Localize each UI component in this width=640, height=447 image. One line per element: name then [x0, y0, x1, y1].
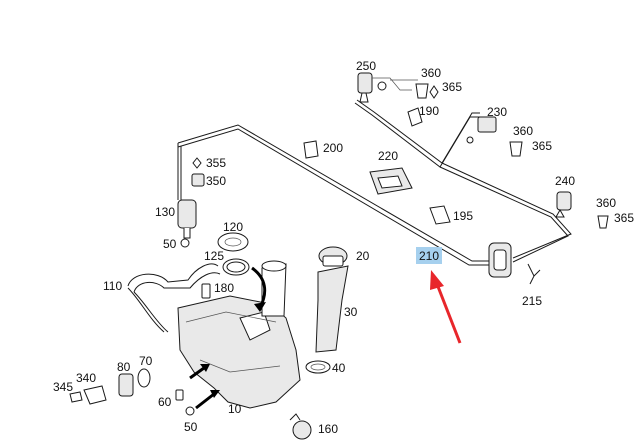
seal-70[interactable] — [137, 368, 151, 388]
pump-160[interactable] — [289, 413, 312, 440]
cap-350[interactable] — [191, 173, 205, 187]
red-pointer-arrow — [430, 270, 462, 344]
callout-350: 350 — [206, 174, 226, 188]
ring-125[interactable] — [222, 258, 250, 276]
callout-230: 230 — [487, 105, 507, 119]
callout-200: 200 — [323, 141, 343, 155]
filler-cap-20[interactable] — [318, 246, 348, 267]
clip-200[interactable] — [303, 140, 319, 159]
connector-340-345[interactable] — [69, 385, 107, 405]
callout-80: 80 — [117, 360, 131, 374]
callout-340: 340 — [76, 371, 96, 385]
wrench-215[interactable] — [527, 263, 541, 285]
callout-20: 20 — [356, 249, 370, 263]
callout-365: 365 — [532, 139, 552, 153]
hose-lines — [177, 99, 572, 266]
callout-70: 70 — [139, 354, 153, 368]
callout-360: 360 — [513, 124, 533, 138]
callout-355: 355 — [206, 156, 226, 170]
callout-50: 50 — [163, 237, 177, 251]
level-sensor-60[interactable] — [175, 389, 184, 401]
grommet[interactable] — [488, 242, 512, 278]
grommet-50-top[interactable] — [180, 238, 190, 248]
callout-215: 215 — [522, 294, 542, 308]
nozzle-240[interactable] — [555, 191, 572, 218]
screw-180[interactable] — [201, 283, 211, 299]
callout-345: 345 — [53, 380, 73, 394]
callout-360: 360 — [421, 66, 441, 80]
bracket-220[interactable] — [369, 167, 413, 195]
connector-230[interactable] — [466, 116, 497, 144]
callout-60: 60 — [158, 395, 172, 409]
callout-120: 120 — [223, 220, 243, 234]
highlight-box-210 — [416, 247, 442, 264]
callout-240: 240 — [555, 174, 575, 188]
grommet-50-bottom[interactable] — [185, 406, 195, 416]
callout-210[interactable]: 210 — [419, 249, 439, 263]
callout-30: 30 — [344, 305, 358, 319]
callout-labels: 250 360 365 190 230 360 365 200 220 355 … — [53, 59, 634, 436]
leader — [372, 77, 412, 91]
callout-125: 125 — [204, 249, 224, 263]
filler-neck-30[interactable] — [315, 265, 349, 353]
callout-110: 110 — [103, 279, 122, 293]
callout-365: 365 — [442, 80, 462, 94]
callout-360: 360 — [596, 196, 616, 210]
callout-180: 180 — [214, 281, 234, 295]
washer-pump-80[interactable] — [118, 373, 134, 397]
assembly-arrows — [189, 266, 267, 410]
callout-130: 130 — [155, 205, 175, 219]
callout-40: 40 — [332, 361, 346, 375]
callout-195: 195 — [453, 209, 473, 223]
pump-130[interactable] — [177, 199, 197, 239]
cap-120[interactable] — [217, 232, 249, 252]
clip-195[interactable] — [429, 205, 451, 225]
callout-190: 190 — [419, 104, 439, 118]
callout-160: 160 — [318, 422, 338, 436]
valve-360-365-right[interactable] — [597, 215, 609, 229]
callout-220: 220 — [378, 149, 398, 163]
callout-50: 50 — [184, 420, 198, 434]
clip-190[interactable] — [407, 107, 423, 127]
callout-365: 365 — [614, 211, 634, 225]
seal-40[interactable] — [305, 360, 331, 374]
valve-360-365-mid[interactable] — [509, 141, 523, 157]
callout-10: 10 — [228, 402, 242, 416]
callout-250: 250 — [356, 59, 376, 73]
reservoir-tank-10[interactable] — [177, 260, 301, 409]
hose-110[interactable] — [127, 263, 221, 333]
seal-355[interactable] — [192, 157, 202, 169]
valve-360-365-top[interactable] — [415, 83, 439, 99]
nozzle-250[interactable] — [357, 72, 387, 103]
